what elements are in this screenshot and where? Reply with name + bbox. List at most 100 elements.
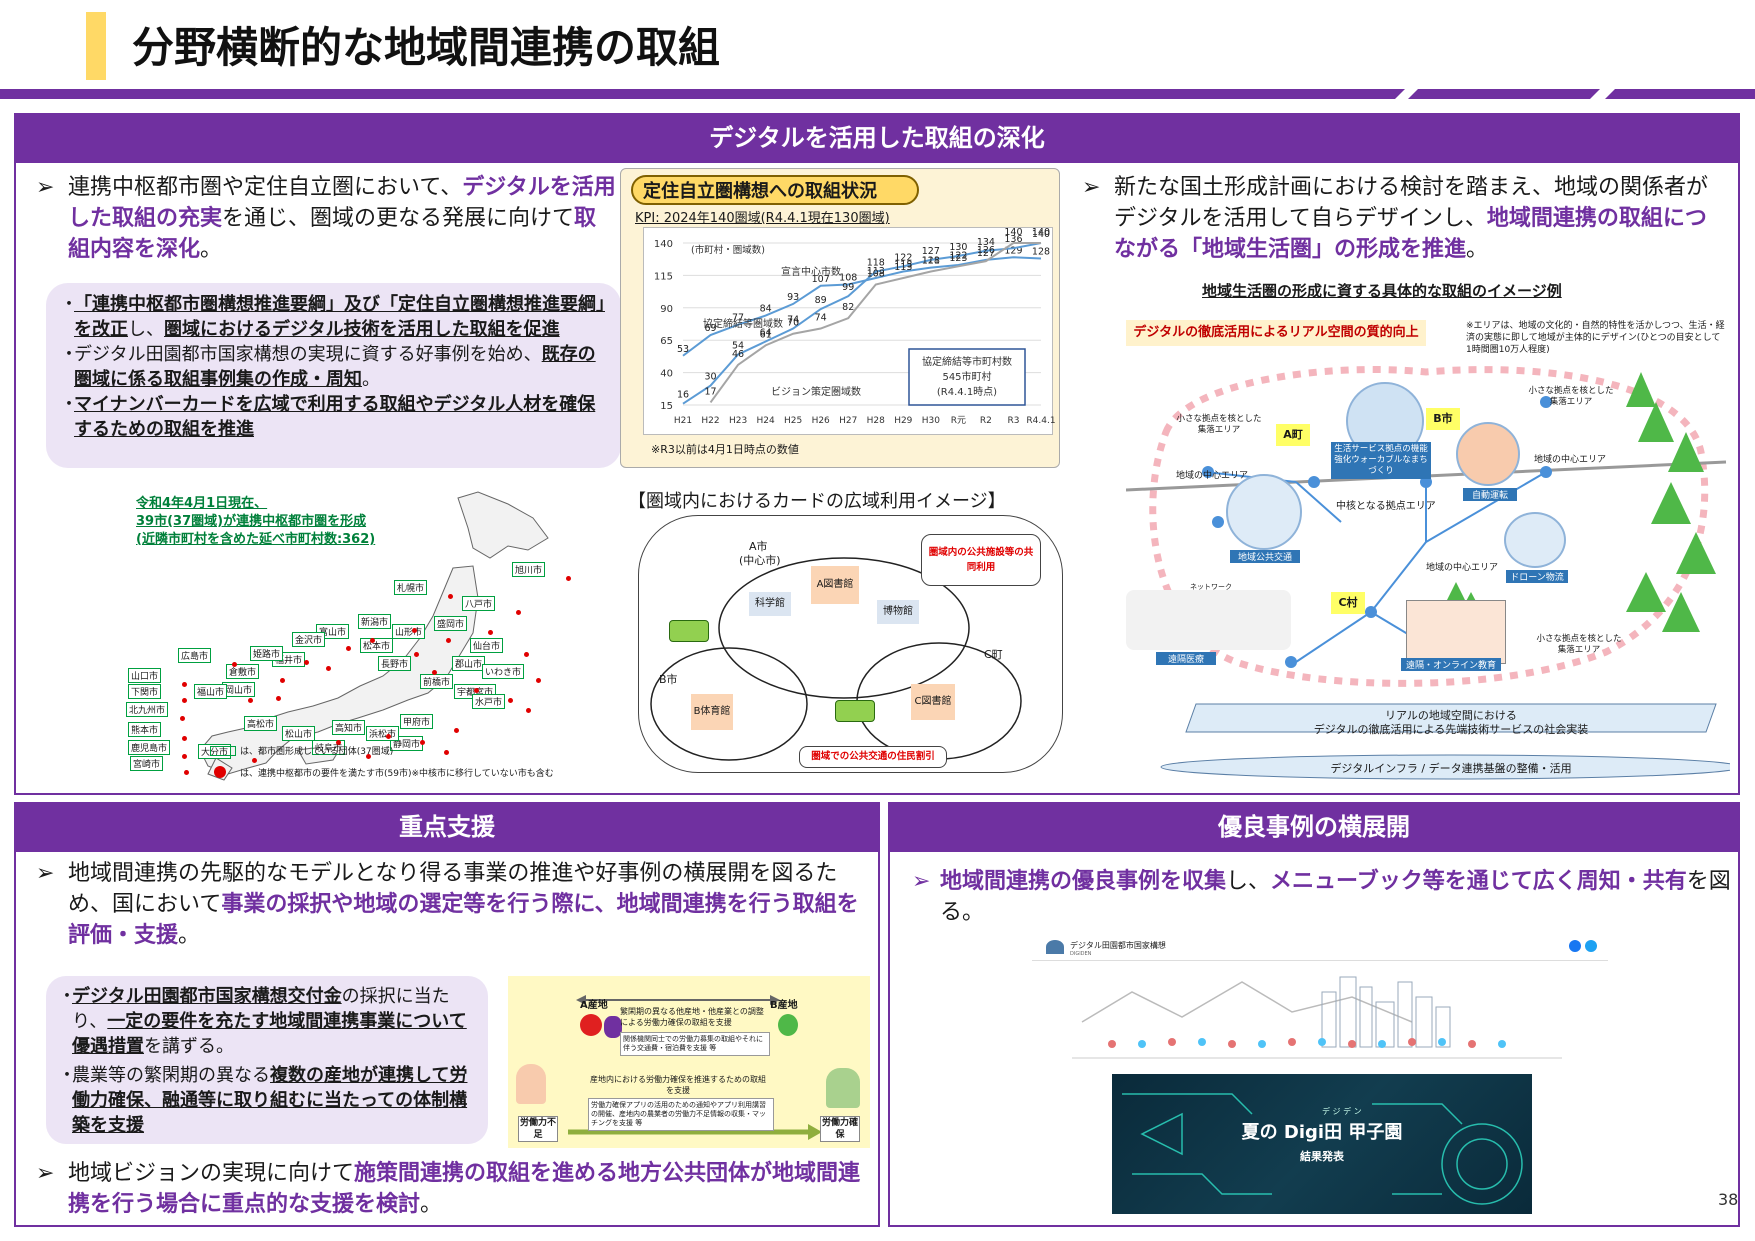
chart-data-label: 69 [704, 323, 716, 334]
map-city-label: 広島市 [178, 648, 212, 663]
illus-small-hub-3: 小さな拠点を核とした集落エリア [1536, 634, 1622, 655]
map-city-dot [474, 688, 479, 693]
chart-data-label: 93 [787, 292, 799, 303]
map-city-dot [182, 682, 187, 687]
twitter-icon[interactable] [1585, 940, 1597, 952]
settlement-chart-frame: 定住自立圏構想への取組状況 KPI: 2024年140圏域(R4.4.1現在13… [620, 168, 1060, 468]
map-city-dot [252, 758, 257, 763]
farm-b-area: B産地 [770, 1000, 798, 1011]
illus-center-area-2: 地域の中心エリア [1534, 455, 1607, 465]
illus-base-line1: リアルの地域空間における [1385, 709, 1517, 722]
illus-banner: デジタルの徹底活用によるリアル空間の質的向上 [1126, 320, 1426, 346]
chart-data-label: 82 [842, 302, 854, 313]
banner-ruby: デ ジ デ ン [1322, 1107, 1362, 1116]
illus-drone: ドローン物流 [1506, 570, 1568, 583]
chart-data-label: 70 [787, 318, 799, 329]
chart-data-label: 127 [977, 248, 995, 259]
chart-callout-line: (R4.4.1時点) [937, 386, 997, 398]
chart-callout-line: 545市町村 [942, 370, 991, 383]
map-city-dot [444, 750, 449, 755]
chart-data-label: 130 [949, 242, 967, 253]
map-city-dot [346, 646, 351, 651]
illus-network: ネットワーク [1190, 583, 1232, 591]
map-city-label: 旭川市 [512, 562, 546, 577]
japan-map-figure: 令和4年4月1日現在、 39市(37圏域)が連携中枢都市圏を形成 (近隣市町村を… [126, 488, 578, 788]
chart-data-label: 122 [949, 250, 967, 261]
map-city-label: 北九州市 [126, 702, 169, 717]
chart-y-tick: 140 [654, 239, 673, 250]
farm-labor-diagram: A産地 B産地 繁閑期の異なる他産地・他産業との調整による労働力確保の取組を支援… [508, 976, 870, 1148]
map-city-label: 山口市 [128, 668, 162, 683]
chart-data-label: 129 [1004, 245, 1022, 256]
chart-unit-label: (市町村・圏域数) [691, 244, 765, 256]
plant-icon [778, 1014, 798, 1036]
map-city-label: 倉敷市 [226, 664, 260, 679]
illus-center-area-1: 地域の中心エリア [1176, 471, 1249, 481]
map-city-label: 八戸市 [462, 596, 496, 611]
chart-x-tick: H30 [922, 416, 940, 426]
banner-title: 夏の Digi田 甲子園 [1241, 1122, 1403, 1143]
chart-y-tick: 15 [660, 401, 673, 412]
farm-desc-4: 労働力確保アプリの活用のための通知やアプリ利用講習の開催、産地内の農業者の労働力… [588, 1098, 774, 1131]
chart-series-line [682, 256, 1042, 357]
map-city-label: 金沢市 [292, 632, 326, 647]
map-city-label: 鹿児島市 [128, 740, 171, 755]
illus-telemed: 遠隔医療 [1156, 652, 1216, 665]
grape-icon [604, 1016, 622, 1038]
chart-data-label: 118 [922, 256, 940, 267]
chart-data-label: 127 [922, 246, 940, 257]
chart-x-tick: H21 [674, 416, 692, 426]
chart-data-label: 16 [677, 390, 689, 401]
illus-center-area-3: 地域の中心エリア [1426, 563, 1499, 573]
chart-data-label: 64 [760, 327, 772, 338]
map-city-label: 松本市 [360, 638, 394, 653]
map-city-dot [276, 696, 281, 701]
banner-circuit-pattern [1122, 1093, 1523, 1205]
map-city-label: 郡山市 [452, 656, 486, 671]
chart-data-label: 108 [839, 272, 857, 283]
koshien-banner: デ ジ デ ン 夏の Digi田 甲子園 結果発表 [1112, 1074, 1532, 1214]
top-left-measures-box: ・ 「連携中枢都市圏構想推進要綱」及び「定住自立圏構想推進要綱」を改正し、圏域に… [46, 283, 621, 468]
map-city-dot [488, 630, 493, 635]
map-city-label: 宮崎市 [130, 756, 164, 771]
illus-a-town: A町 [1276, 424, 1310, 446]
map-city-label: 福山市 [194, 684, 228, 699]
farmer-left-icon [516, 1064, 546, 1104]
top-left-bullet: ➢ 連携中枢都市圏や定住自立圏において、デジタルを活用した取組の充実を通じ、圏域… [36, 175, 616, 262]
illus-note: ※エリアは、地域の文化的・自然的特性を活かしつつ、生活・経済の実態に即して地域が… [1466, 321, 1725, 355]
farm-desc-2: 関係機関同士での労働力募集の取組やそれに伴う交通費・宿泊費を支援 等 [620, 1032, 770, 1056]
chart-x-tick: H23 [729, 416, 747, 426]
chart-data-label: 74 [815, 313, 827, 324]
site-logo-icon [1046, 940, 1064, 954]
japan-outline [199, 491, 549, 781]
chart-data-label: 140 [1032, 227, 1050, 238]
farm-a-area: A産地 [580, 1000, 608, 1011]
map-city-label: 熊本市 [128, 722, 162, 737]
map-city-label: いわき市 [482, 664, 525, 679]
map-city-label: 長野市 [378, 656, 412, 671]
map-city-dot [412, 628, 417, 633]
chart-x-tick: H27 [839, 416, 857, 426]
chart-data-label: 46 [732, 349, 744, 360]
farm-arrows [568, 995, 822, 1140]
map-city-label: 水戸市 [472, 694, 506, 709]
map-city-label: 高松市 [244, 716, 278, 731]
map-city-dot [248, 698, 253, 703]
map-legend-1: は、都市圏形成している団体(37圏域) [240, 747, 394, 757]
top-section-header: デジタルを活用した取組の深化 [14, 113, 1740, 163]
map-city-label: 浜松市 [366, 726, 400, 741]
map-city-label: 新潟市 [358, 614, 392, 629]
card-diagram-shapes [650, 524, 1022, 761]
site-subtitle: DIGIDEN [1070, 951, 1092, 957]
map-city-dot [536, 678, 541, 683]
map-city-dot [182, 736, 187, 741]
chart-series-label: 協定締結等圏域数 [703, 317, 783, 330]
chart-x-tick: R2 [980, 416, 992, 426]
site-hero-illustration [1072, 976, 1562, 1059]
title-accent [86, 12, 106, 80]
map-city-label: 前橋市 [420, 674, 454, 689]
chart-data-label: 118 [894, 260, 912, 271]
card-usage-diagram: A市 (中心市) B市 C町 A図書館 科学館 博物館 B体育館 C図書館 圏域… [638, 515, 1063, 773]
facebook-icon[interactable] [1569, 940, 1581, 952]
map-city-dot [304, 660, 309, 665]
